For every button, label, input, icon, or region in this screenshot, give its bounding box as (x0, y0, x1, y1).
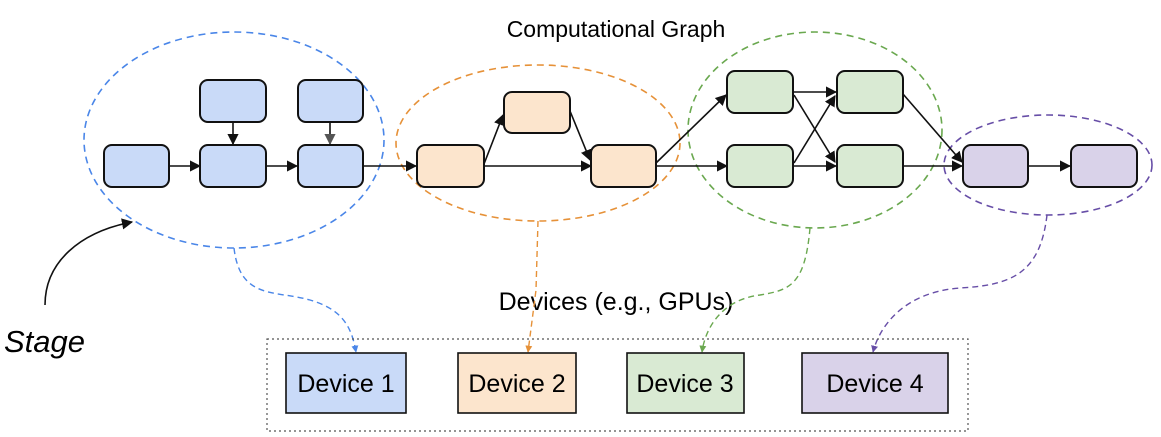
graph-node (199, 79, 267, 123)
stage-3-ellipse (687, 31, 943, 229)
graph-node (297, 79, 364, 123)
graph-node (297, 144, 364, 188)
graph-node (590, 144, 657, 188)
graph-node (416, 144, 485, 188)
edge (655, 94, 727, 164)
stage-2-ellipse (395, 64, 681, 222)
graph-node (199, 144, 267, 188)
device-2-label: Device 2 (468, 370, 565, 398)
device-3-label: Device 3 (636, 370, 733, 398)
stage-3-device-link (699, 227, 811, 353)
graph-node (962, 144, 1029, 188)
graph-node (503, 91, 571, 134)
device-3-box (626, 352, 745, 414)
stage-pointer-arrow (44, 218, 134, 306)
device-4: Device 4 (801, 352, 949, 414)
devices-label: Devices (e.g., GPUs) (499, 288, 734, 316)
device-2: Device 2 (457, 352, 577, 414)
edge (483, 113, 505, 165)
stage-4-device-link (871, 214, 1048, 353)
device-1-box (285, 352, 407, 414)
graph-node (726, 144, 794, 188)
stage-1-ellipse (83, 31, 385, 249)
device-4-box (801, 352, 949, 414)
graph-node (836, 144, 904, 188)
device-1-label: Device 1 (297, 370, 394, 398)
graph-node (1070, 144, 1138, 188)
stage-label: Stage (4, 324, 85, 359)
edge (793, 95, 836, 164)
device-2-box (457, 352, 577, 414)
edge (902, 93, 963, 163)
graph-title: Computational Graph (507, 16, 726, 42)
graph-node (836, 70, 904, 114)
stage-4-ellipse (943, 114, 1153, 216)
stage-1-device-link (233, 247, 359, 353)
edge (569, 110, 592, 162)
graph-node (726, 70, 794, 114)
stage-2-device-link (525, 220, 539, 353)
device-3: Device 3 (626, 352, 745, 414)
graph-node (103, 144, 170, 188)
device-1: Device 1 (285, 352, 407, 414)
devices-frame (266, 338, 969, 432)
device-4-label: Device 4 (826, 370, 923, 398)
